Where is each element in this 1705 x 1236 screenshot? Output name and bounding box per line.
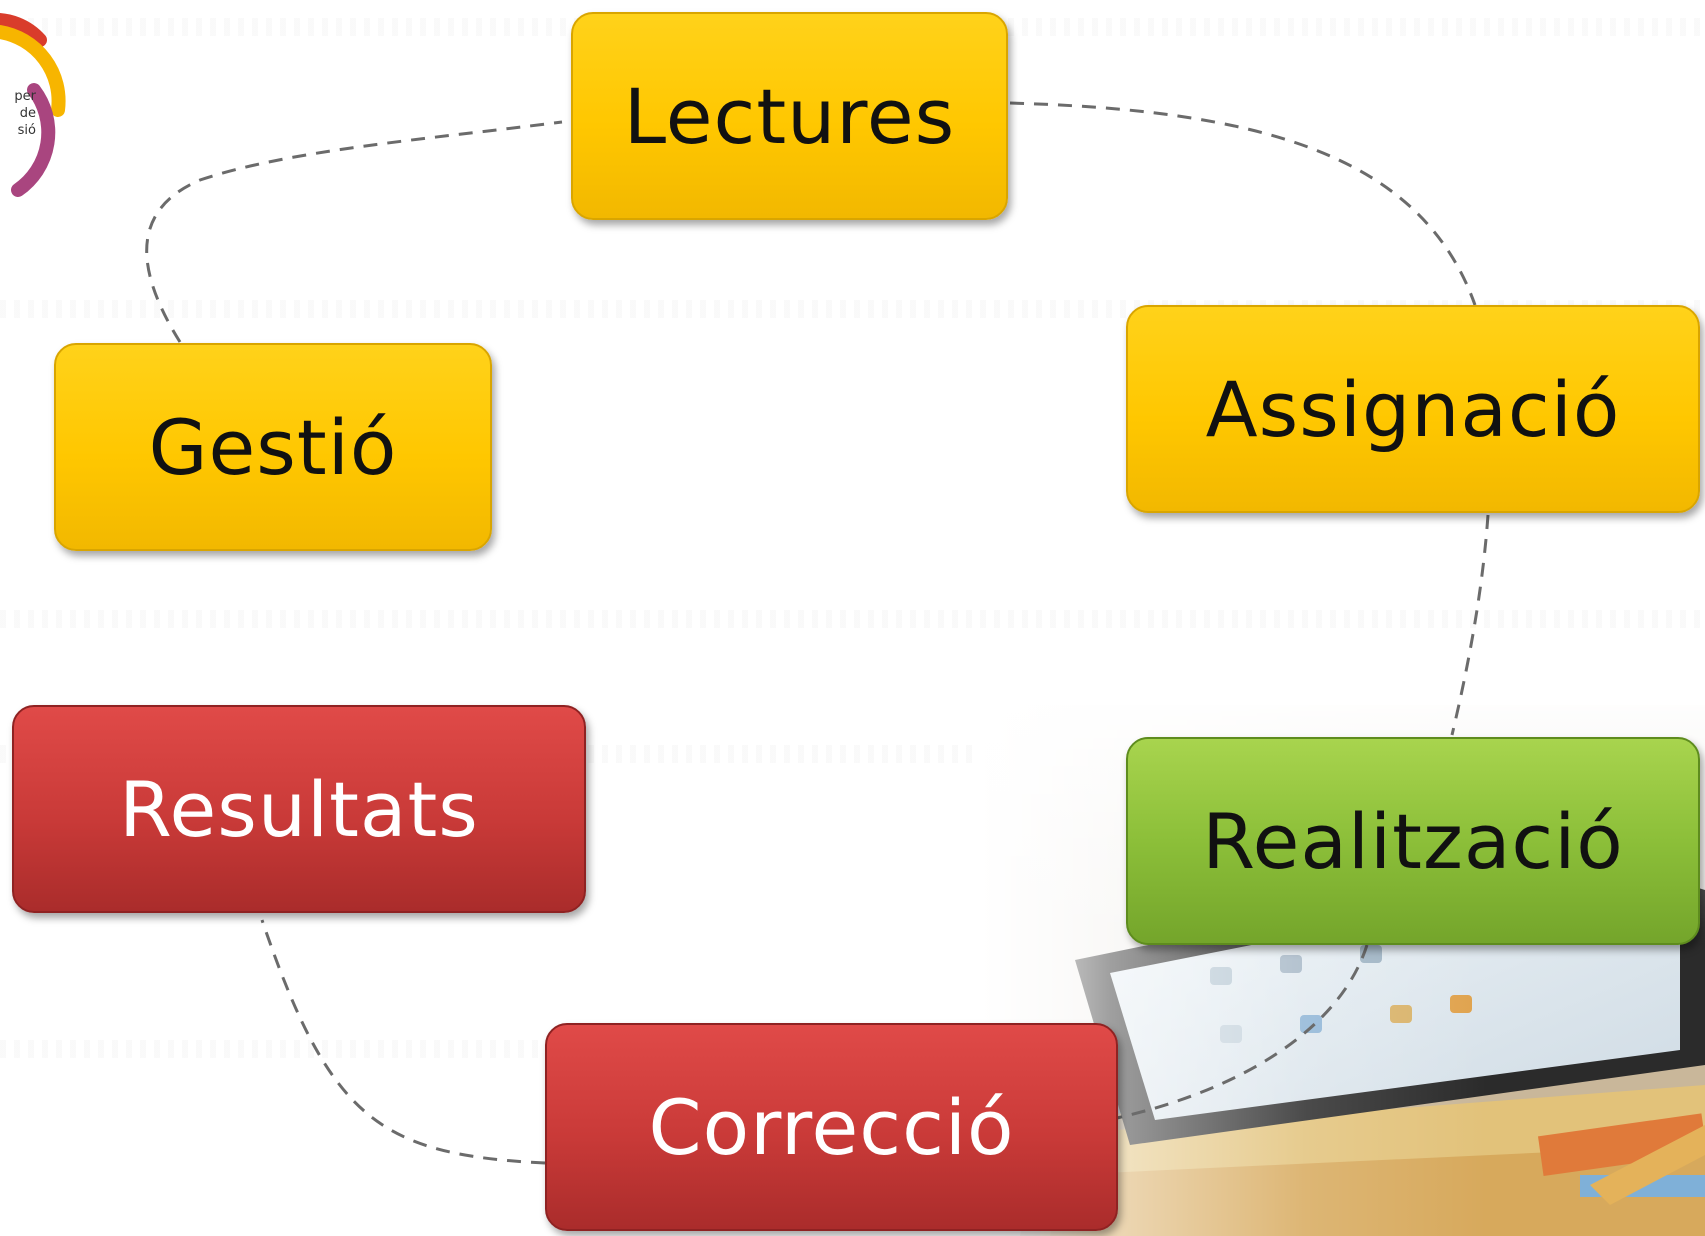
- logo-text-line: per: [14, 89, 36, 104]
- step-label: Correcció: [648, 1082, 1015, 1172]
- logo-text: per de sió: [0, 88, 36, 139]
- connector-assignacio-realitzacio: [1450, 514, 1490, 736]
- step-resultats: Resultats: [12, 705, 586, 913]
- logo-text-line: sió: [17, 123, 36, 138]
- background-texture: [0, 610, 1705, 628]
- organization-logo: per de sió: [0, 0, 80, 200]
- connector-correccio-resultats: [260, 919, 546, 1165]
- step-label: Lectures: [623, 71, 956, 161]
- connector-lectures-assignacio: [1009, 101, 1477, 306]
- step-gestio: Gestió: [54, 343, 492, 551]
- step-label: Gestió: [148, 402, 398, 492]
- step-assignacio: Assignació: [1126, 305, 1700, 513]
- step-label: Realització: [1202, 796, 1624, 886]
- connector-gestio-lectures: [145, 120, 563, 343]
- step-realitzacio: Realització: [1126, 737, 1700, 945]
- step-label: Assignació: [1205, 364, 1621, 454]
- step-correccio: Correcció: [545, 1023, 1118, 1231]
- logo-text-line: de: [19, 106, 36, 121]
- connector-realitzacio-correccio: [1116, 944, 1369, 1120]
- step-label: Resultats: [119, 764, 479, 854]
- step-lectures: Lectures: [571, 12, 1008, 220]
- logo-arcs-icon: [0, 13, 66, 197]
